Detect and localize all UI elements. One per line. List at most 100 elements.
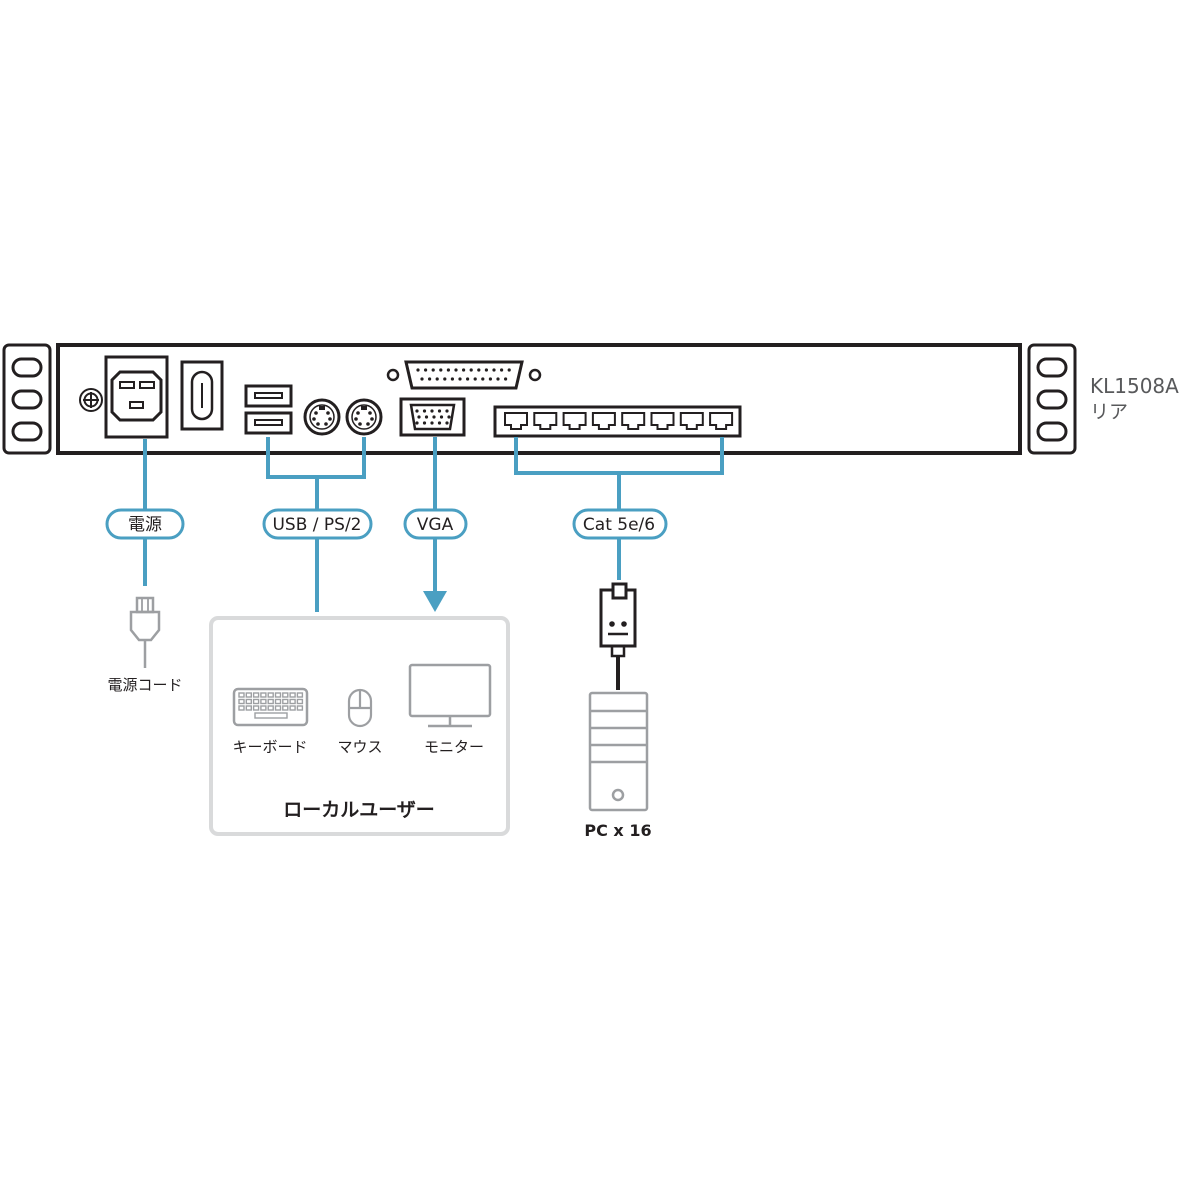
keyboard-key	[252, 705, 260, 711]
keyboard-key	[252, 692, 260, 698]
keyboard-key	[296, 705, 304, 711]
keyboard-key	[260, 698, 267, 705]
db25-pin	[481, 377, 485, 381]
vga-pin	[422, 421, 427, 425]
local-user-title: ローカルユーザー	[283, 799, 435, 821]
vga-pin	[422, 409, 427, 413]
connection-lines	[143, 437, 724, 612]
usb-ps2-label-pill: USB / PS/2	[262, 508, 373, 540]
vga-pin	[439, 415, 444, 419]
keyboard-key	[289, 698, 296, 705]
rj45-port	[621, 412, 646, 430]
vga-pin	[415, 421, 419, 425]
vga-label-pill: VGA	[403, 508, 468, 540]
vga-arrow-icon	[423, 591, 447, 612]
cat-label: Cat 5e/6	[583, 515, 655, 535]
keyboard-key	[282, 698, 289, 705]
db25-pin	[488, 377, 492, 381]
db25-pin	[469, 368, 473, 372]
db25-pin	[420, 377, 424, 381]
db25-pin	[428, 377, 432, 381]
vga-pin	[445, 409, 449, 413]
keyboard-icon	[232, 687, 309, 727]
chassis-rear-panel	[56, 343, 1022, 455]
keyboard-key	[252, 698, 260, 705]
vga-pin	[437, 409, 442, 413]
db25-pin	[500, 368, 504, 372]
keyboard-key	[282, 692, 289, 698]
monitor-label: モニター	[424, 738, 484, 756]
rj45-port-group	[493, 405, 742, 438]
rj45-plug-icon	[599, 582, 637, 690]
db25-pin	[416, 368, 420, 372]
db25-pin	[496, 377, 500, 381]
vga-label: VGA	[417, 515, 454, 535]
keyboard-key	[238, 705, 245, 711]
keyboard-key	[245, 705, 253, 711]
keyboard-key	[289, 692, 296, 698]
keyboard-key	[267, 692, 274, 698]
pc-tower-icon	[588, 691, 649, 812]
vga-pin	[430, 421, 434, 425]
right-rack-ear	[1027, 343, 1077, 455]
power-cord-label: 電源コード	[107, 676, 182, 694]
rj45-port	[709, 412, 734, 430]
rj45-port	[679, 412, 704, 430]
keyboard-key	[260, 692, 267, 698]
keyboard-key	[282, 705, 289, 711]
rj45-port	[562, 412, 587, 430]
db25-pin	[454, 368, 458, 372]
db25-pin	[439, 368, 443, 372]
ps2-port-1	[303, 398, 341, 436]
model-side: リア	[1090, 401, 1128, 423]
keyboard-spacebar	[254, 712, 288, 719]
keyboard-key	[267, 705, 274, 711]
keyboard-key	[260, 705, 267, 711]
keyboard-key	[238, 698, 245, 705]
db25-pin	[443, 377, 447, 381]
vga-pin	[447, 415, 451, 419]
vga-pin	[424, 415, 429, 419]
usb-ports	[244, 384, 293, 435]
keyboard-key	[267, 698, 274, 705]
ps2-port-2	[345, 398, 383, 436]
keyboard-key	[274, 705, 282, 711]
model-name: KL1508A	[1090, 374, 1179, 398]
pc-label: PC x 16	[584, 821, 651, 840]
mouse-label: マウス	[337, 738, 382, 756]
vga-pin	[432, 415, 436, 419]
power-label-pill: 電源	[105, 508, 185, 540]
keyboard-key	[245, 698, 253, 705]
db25-pin	[477, 368, 481, 372]
db25-pin	[492, 368, 496, 372]
db25-pin	[466, 377, 470, 381]
db25-pin	[484, 368, 488, 372]
power-inlet	[104, 355, 169, 439]
db25-pin	[435, 377, 439, 381]
keyboard-key	[245, 692, 253, 698]
db25-pin	[473, 377, 477, 381]
rj45-port	[533, 412, 558, 430]
usb-ps2-label: USB / PS/2	[272, 515, 361, 535]
db25-pin	[462, 368, 466, 372]
keyboard-label: キーボード	[232, 738, 307, 756]
ground-screw-icon	[79, 388, 103, 412]
keyboard-key	[296, 698, 304, 705]
rj45-port	[591, 412, 616, 430]
db25-connector	[386, 360, 542, 390]
vga-pin	[437, 421, 442, 425]
db25-pin	[458, 377, 462, 381]
vga-pin	[417, 415, 421, 419]
vga-pin	[445, 421, 449, 425]
left-rack-ear	[2, 343, 52, 455]
vga-pin	[415, 409, 419, 413]
power-switch	[180, 360, 224, 431]
mouse-icon	[347, 688, 373, 728]
keyboard-key	[289, 705, 296, 711]
keyboard-key	[274, 692, 282, 698]
vga-pin	[430, 409, 434, 413]
power-label: 電源	[128, 515, 162, 535]
db25-pin	[507, 368, 511, 372]
power-plug-icon	[129, 596, 161, 668]
rj45-port	[504, 412, 528, 430]
